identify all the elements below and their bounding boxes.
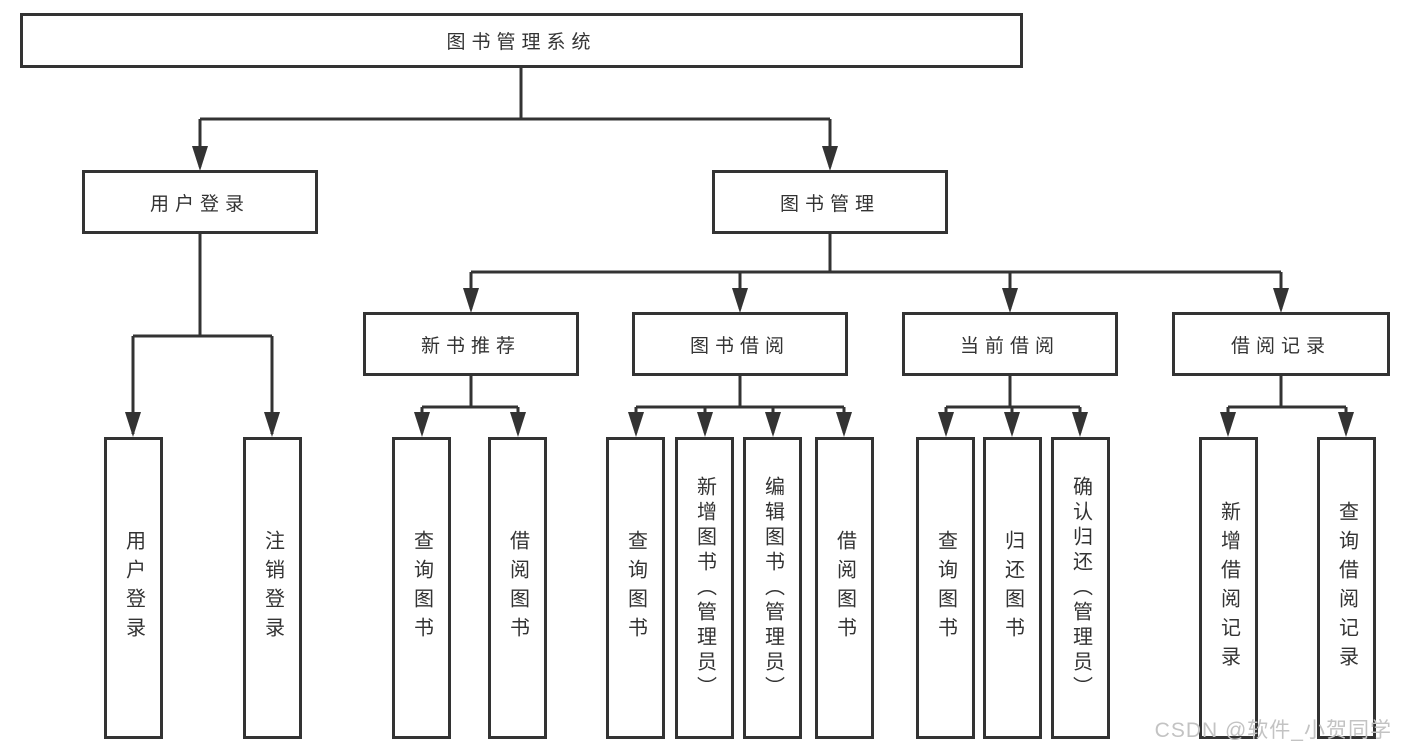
arrowhead	[697, 412, 713, 437]
node-book-borrow: 图书借阅	[632, 312, 848, 376]
arrowhead	[510, 412, 526, 437]
leaf-borrow-edit-books-admin: 编辑图书（管理员）	[743, 437, 802, 739]
node-book-management: 图书管理	[712, 170, 948, 234]
leaf-current-confirm-return-admin-label: 确认归还（管理员）	[1069, 475, 1092, 701]
leaf-borrow-add-books-admin-label: 新增图书（管理员）	[693, 475, 716, 701]
arrowhead	[1004, 412, 1020, 437]
leaf-current-confirm-return-admin: 确认归还（管理员）	[1051, 437, 1110, 739]
arrowhead	[414, 412, 430, 437]
arrowhead	[463, 288, 479, 313]
leaf-user-login: 用户登录	[104, 437, 163, 739]
node-current-borrow: 当前借阅	[902, 312, 1118, 376]
leaf-newrec-query-books-label: 查询图书	[410, 530, 433, 646]
connector-new-book-recommend-to-leaves	[420, 375, 520, 433]
arrowhead	[1220, 412, 1236, 437]
leaf-borrow-query-books: 查询图书	[606, 437, 665, 739]
node-root: 图书管理系统	[20, 13, 1023, 68]
leaf-newrec-borrow-books: 借阅图书	[488, 437, 547, 739]
connector-root-to-level2	[198, 66, 832, 167]
arrowhead	[765, 412, 781, 437]
leaf-current-query-books: 查询图书	[916, 437, 975, 739]
leaf-logout-label: 注销登录	[261, 530, 284, 646]
arrowhead	[836, 412, 852, 437]
arrowhead	[938, 412, 954, 437]
leaf-records-query-record-label: 查询借阅记录	[1335, 501, 1358, 675]
leaf-records-add-record-label: 新增借阅记录	[1217, 501, 1240, 675]
arrowhead	[192, 146, 208, 171]
arrowhead	[125, 412, 141, 437]
connector-borrow-records-to-leaves	[1226, 375, 1348, 433]
arrowhead	[732, 288, 748, 313]
connector-book-management-to-level3	[469, 234, 1283, 309]
node-new-book-recommend: 新书推荐	[363, 312, 579, 376]
leaf-current-query-books-label: 查询图书	[934, 530, 957, 646]
leaf-borrow-borrow-books: 借阅图书	[815, 437, 874, 739]
arrowhead	[1338, 412, 1354, 437]
leaf-records-query-record: 查询借阅记录	[1317, 437, 1376, 739]
leaf-user-login-label: 用户登录	[122, 530, 145, 646]
arrowhead	[1273, 288, 1289, 313]
leaf-borrow-edit-books-admin-label: 编辑图书（管理员）	[761, 475, 784, 701]
arrowhead	[264, 412, 280, 437]
leaf-current-return-books-label: 归还图书	[1001, 530, 1024, 646]
node-borrow-records: 借阅记录	[1172, 312, 1390, 376]
connector-book-borrow-to-leaves	[634, 375, 846, 433]
leaf-borrow-query-books-label: 查询图书	[624, 530, 647, 646]
leaf-newrec-query-books: 查询图书	[392, 437, 451, 739]
leaf-newrec-borrow-books-label: 借阅图书	[506, 530, 529, 646]
csdn-watermark: CSDN @软件_小贺同学	[1154, 719, 1392, 742]
connector-user-login-to-leaves	[131, 234, 274, 434]
arrowhead	[1072, 412, 1088, 437]
leaf-borrow-borrow-books-label: 借阅图书	[833, 530, 856, 646]
leaf-current-return-books: 归还图书	[983, 437, 1042, 739]
arrowhead	[822, 146, 838, 171]
arrowhead	[628, 412, 644, 437]
arrowhead	[1002, 288, 1018, 313]
leaf-borrow-add-books-admin: 新增图书（管理员）	[675, 437, 734, 739]
node-user-login: 用户登录	[82, 170, 318, 234]
leaf-logout: 注销登录	[243, 437, 302, 739]
leaf-records-add-record: 新增借阅记录	[1199, 437, 1258, 739]
